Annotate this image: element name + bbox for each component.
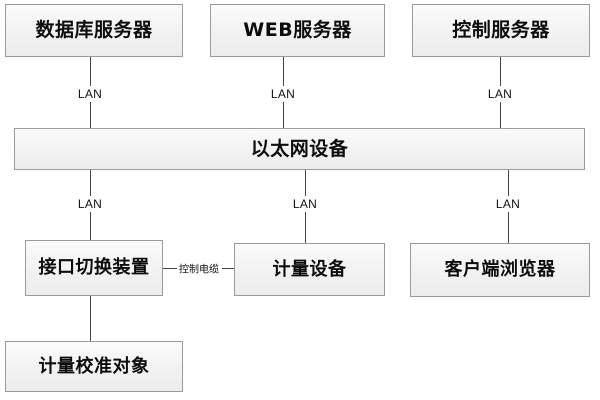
node-client-browser[interactable]: 客户端浏览器 [410,243,590,297]
edge-label-lan-metering: LAN [289,196,321,212]
node-ethernet-device[interactable]: 以太网设备 [14,128,585,170]
node-metering-device-label: 计量设备 [272,258,347,280]
connector-control-cable-left [163,268,177,269]
edge-label-lan-database: LAN [74,86,106,102]
node-metering-device[interactable]: 计量设备 [234,243,385,296]
node-web-server[interactable]: WEB服务器 [210,4,385,57]
edge-label-lan-database-text: LAN [77,87,103,101]
edge-label-lan-browser-text: LAN [495,197,521,211]
node-calibration-object-label: 计量校准对象 [38,355,150,377]
connector-interface-switch-to-calibration [90,296,91,341]
edge-label-lan-interface-switch: LAN [74,196,106,212]
edge-label-lan-web-text: LAN [270,87,296,101]
edge-label-lan-control: LAN [484,86,516,102]
edge-label-control-cable: 控制电缆 [177,260,221,276]
connector-control-cable-right [222,268,234,269]
node-calibration-object[interactable]: 计量校准对象 [5,341,183,392]
edge-label-lan-interface-switch-text: LAN [77,197,103,211]
node-client-browser-label: 客户端浏览器 [444,259,556,281]
edge-label-control-cable-text: 控制电缆 [179,264,219,276]
node-web-server-label: WEB服务器 [243,19,352,42]
node-interface-switch[interactable]: 接口切换装置 [25,240,163,296]
edge-label-lan-metering-text: LAN [292,197,318,211]
node-interface-switch-label: 接口切换装置 [38,257,150,279]
node-control-server[interactable]: 控制服务器 [412,4,590,57]
node-database-server-label: 数据库服务器 [35,19,153,42]
edge-label-lan-control-text: LAN [487,87,513,101]
edge-label-lan-web: LAN [267,86,299,102]
edge-label-lan-browser: LAN [492,196,524,212]
node-ethernet-device-label: 以太网设备 [250,137,349,160]
node-database-server[interactable]: 数据库服务器 [5,4,183,57]
node-control-server-label: 控制服务器 [452,19,550,42]
